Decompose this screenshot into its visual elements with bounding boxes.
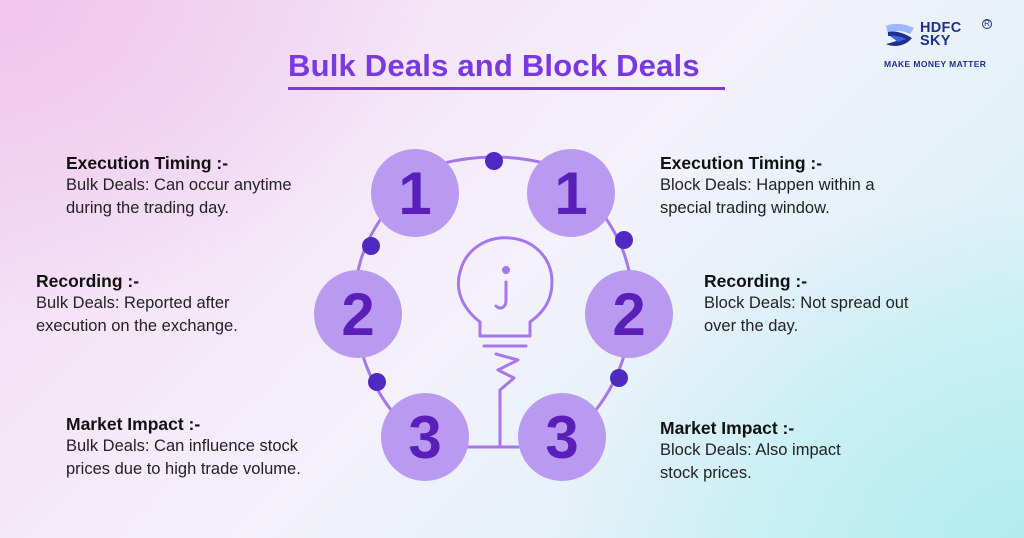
- step-circle-left-3: 3: [381, 393, 469, 481]
- block-description-line: execution on the exchange.: [36, 317, 238, 335]
- brand-tagline: MAKE MONEY MATTER: [884, 59, 987, 69]
- step-number: 3: [545, 404, 578, 471]
- lightbulb-icon: [456, 236, 554, 448]
- step-circle-right-1: 1: [527, 149, 615, 237]
- block-description-line: Block Deals: Also impact: [660, 441, 841, 459]
- bulk-market-impact: Market Impact :- Bulk Deals: Can influen…: [66, 413, 386, 481]
- step-number: 2: [612, 281, 645, 348]
- block-recording: Recording :- Block Deals: Not spread out…: [704, 270, 1024, 338]
- bulk-execution-timing: Execution Timing :- Bulk Deals: Can occu…: [66, 152, 386, 220]
- block-description-line: stock prices.: [660, 464, 752, 482]
- brand-name-line2: SKY: [920, 33, 951, 49]
- block-description-line: Block Deals: Not spread out: [704, 294, 909, 312]
- bulk-recording: Recording :- Bulk Deals: Reported after …: [36, 270, 356, 338]
- brand-name-line1: HDFC: [920, 20, 962, 36]
- page-title: Bulk Deals and Block Deals: [288, 48, 700, 83]
- block-heading: Recording :-: [704, 271, 808, 291]
- step-number: 2: [341, 281, 374, 348]
- block-execution-timing: Execution Timing :- Block Deals: Happen …: [660, 152, 980, 220]
- connector-dot: [485, 152, 503, 170]
- block-heading: Execution Timing :-: [660, 153, 823, 173]
- brand-logo: HDFC SKY R MAKE MONEY MATTER: [884, 19, 1004, 72]
- registered-mark: R: [982, 19, 992, 29]
- step-number: 1: [398, 160, 431, 227]
- block-market-impact: Market Impact :- Block Deals: Also impac…: [660, 417, 980, 485]
- block-heading: Market Impact :-: [660, 418, 795, 438]
- step-circle-right-3: 3: [518, 393, 606, 481]
- step-circle-right-2: 2: [585, 270, 673, 358]
- connector-dot: [362, 237, 380, 255]
- brand-name: HDFC SKY: [920, 20, 980, 49]
- connector-dot: [610, 369, 628, 387]
- hdfc-sky-logo-icon: [886, 23, 914, 46]
- step-number: 3: [408, 404, 441, 471]
- block-description-line: special trading window.: [660, 199, 830, 217]
- connector-dot: [615, 231, 633, 249]
- connector-dot: [368, 373, 386, 391]
- block-description-line: prices due to high trade volume.: [66, 460, 301, 478]
- step-circle-left-1: 1: [371, 149, 459, 237]
- step-number: 1: [554, 160, 587, 227]
- block-description-line: Bulk Deals: Reported after: [36, 294, 230, 312]
- title-underline: [288, 87, 725, 90]
- block-description-line: during the trading day.: [66, 199, 229, 217]
- step-circle-left-2: 2: [314, 270, 402, 358]
- block-heading: Market Impact :-: [66, 414, 201, 434]
- block-description-line: Bulk Deals: Can occur anytime: [66, 176, 292, 194]
- block-heading: Recording :-: [36, 271, 140, 291]
- block-description-line: over the day.: [704, 317, 799, 335]
- block-description-line: Block Deals: Happen within a: [660, 176, 875, 194]
- block-description-line: Bulk Deals: Can influence stock: [66, 437, 299, 455]
- block-heading: Execution Timing :-: [66, 153, 229, 173]
